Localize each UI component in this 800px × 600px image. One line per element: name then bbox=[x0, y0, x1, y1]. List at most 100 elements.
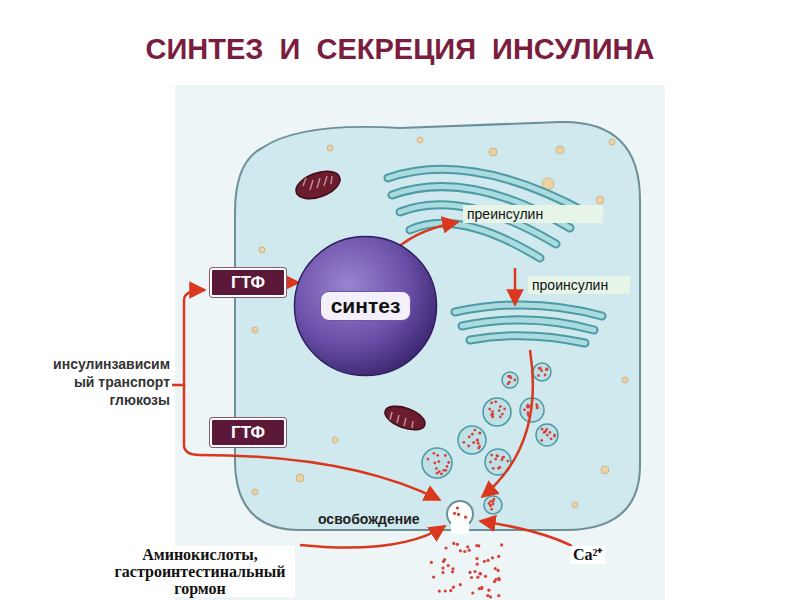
insulin-granule bbox=[433, 452, 436, 455]
insulin-granule bbox=[546, 368, 549, 371]
insulin-granule bbox=[536, 407, 539, 410]
endoplasmic-reticulum bbox=[462, 320, 594, 330]
insulin-granule bbox=[478, 432, 481, 435]
granule bbox=[252, 489, 258, 495]
insulin-granule bbox=[471, 591, 474, 594]
insulin-granule bbox=[437, 460, 440, 463]
granule bbox=[252, 327, 258, 333]
secretory-vesicle bbox=[458, 426, 486, 454]
node-text: ГТФ bbox=[231, 273, 265, 293]
insulin-granule bbox=[427, 458, 430, 461]
insulin-granule bbox=[449, 589, 452, 592]
insulin-granule bbox=[462, 441, 465, 444]
insulin-granule bbox=[466, 545, 469, 548]
insulin-granule bbox=[492, 503, 495, 506]
ion-label: Ca²⁺ bbox=[570, 546, 605, 564]
process-arrow bbox=[300, 526, 445, 548]
node-text: ГТФ bbox=[231, 423, 265, 443]
insulin-granule bbox=[545, 368, 548, 371]
insulin-granule bbox=[503, 407, 506, 410]
insulin-granule bbox=[546, 434, 549, 437]
insulin-granule bbox=[467, 445, 470, 448]
process-label: синтез bbox=[320, 291, 412, 321]
picture-ground bbox=[175, 85, 665, 600]
insulin-granule bbox=[451, 570, 454, 573]
insulin-granule bbox=[483, 560, 486, 563]
insulin-granule bbox=[459, 583, 462, 586]
insulin-granule bbox=[438, 590, 441, 593]
insulin-granule bbox=[441, 567, 444, 570]
insulin-granule bbox=[498, 409, 501, 412]
diagram-title: СИНТЕЗ И СЕКРЕЦИЯ ИНСУЛИНА bbox=[0, 33, 800, 66]
secretory-vesicle bbox=[484, 496, 502, 514]
insulin-granule bbox=[444, 546, 447, 549]
insulin-granule bbox=[447, 461, 450, 464]
insulin-granule bbox=[491, 413, 494, 416]
insulin-granule bbox=[442, 469, 445, 472]
granule bbox=[622, 377, 628, 383]
insulin-granule bbox=[484, 575, 487, 578]
insulin-granule bbox=[474, 429, 477, 432]
exocytosis-pit bbox=[447, 501, 473, 534]
exocytosis-pit bbox=[451, 518, 469, 534]
insulin-granule bbox=[499, 405, 502, 408]
insulin-granule bbox=[497, 555, 500, 558]
insulin-granule bbox=[491, 410, 494, 413]
insulin-granule bbox=[538, 367, 541, 370]
endoplasmic-reticulum bbox=[470, 336, 585, 343]
insulin-granule bbox=[471, 433, 474, 436]
endoplasmic-reticulum bbox=[462, 320, 594, 330]
secretory-vesicle bbox=[483, 398, 511, 426]
insulin-granule bbox=[494, 458, 497, 461]
insulin-granule bbox=[507, 460, 510, 463]
insulin-granule bbox=[476, 563, 479, 566]
granule bbox=[327, 145, 333, 151]
insulin-granule bbox=[500, 543, 503, 546]
insulin-granule bbox=[478, 587, 481, 590]
insulin-granule bbox=[463, 550, 466, 553]
mitochondrion bbox=[292, 166, 343, 204]
insulin-granule bbox=[502, 456, 505, 459]
insulin-granule bbox=[487, 589, 490, 592]
insulin-granule bbox=[544, 430, 547, 433]
insulin-granule bbox=[432, 576, 435, 579]
granule bbox=[296, 474, 304, 482]
insulin-granule bbox=[507, 382, 510, 385]
insulin-granule bbox=[488, 408, 491, 411]
secretory-vesicle bbox=[533, 363, 551, 381]
endoplasmic-reticulum bbox=[470, 336, 585, 343]
process-arrow bbox=[172, 290, 205, 385]
insulin-granule bbox=[473, 570, 476, 573]
insulin-granule bbox=[476, 439, 479, 442]
insulin-granule bbox=[489, 461, 492, 464]
insulin-granule bbox=[541, 428, 544, 431]
insulin-granule bbox=[497, 577, 500, 580]
insulin-granule bbox=[492, 500, 495, 503]
insulin-granule bbox=[501, 413, 504, 416]
insulin-granule bbox=[544, 374, 547, 377]
gtp-box: ГТФ bbox=[210, 268, 286, 297]
process-arrow bbox=[482, 350, 533, 497]
insulin-granule bbox=[435, 467, 438, 470]
insulin-granule bbox=[444, 589, 447, 592]
insulin-granule bbox=[540, 439, 543, 442]
insulin-granule bbox=[513, 379, 516, 382]
granule bbox=[556, 146, 564, 154]
insulin-granule bbox=[545, 368, 548, 371]
endoplasmic-reticulum bbox=[455, 305, 602, 316]
insulin-granule bbox=[478, 572, 481, 575]
secretory-vesicle bbox=[422, 448, 452, 478]
insulin-granule bbox=[444, 454, 447, 457]
granule bbox=[417, 137, 423, 143]
insulin-granule bbox=[476, 439, 479, 442]
insulin-granule bbox=[472, 441, 475, 444]
process-arrow bbox=[172, 222, 572, 548]
secretory-vesicle bbox=[502, 372, 518, 388]
insulin-granule bbox=[550, 437, 553, 440]
insulin-granule bbox=[446, 465, 449, 468]
granule bbox=[489, 148, 497, 156]
insulin-granule bbox=[535, 403, 538, 406]
mitochondrion bbox=[382, 401, 428, 434]
